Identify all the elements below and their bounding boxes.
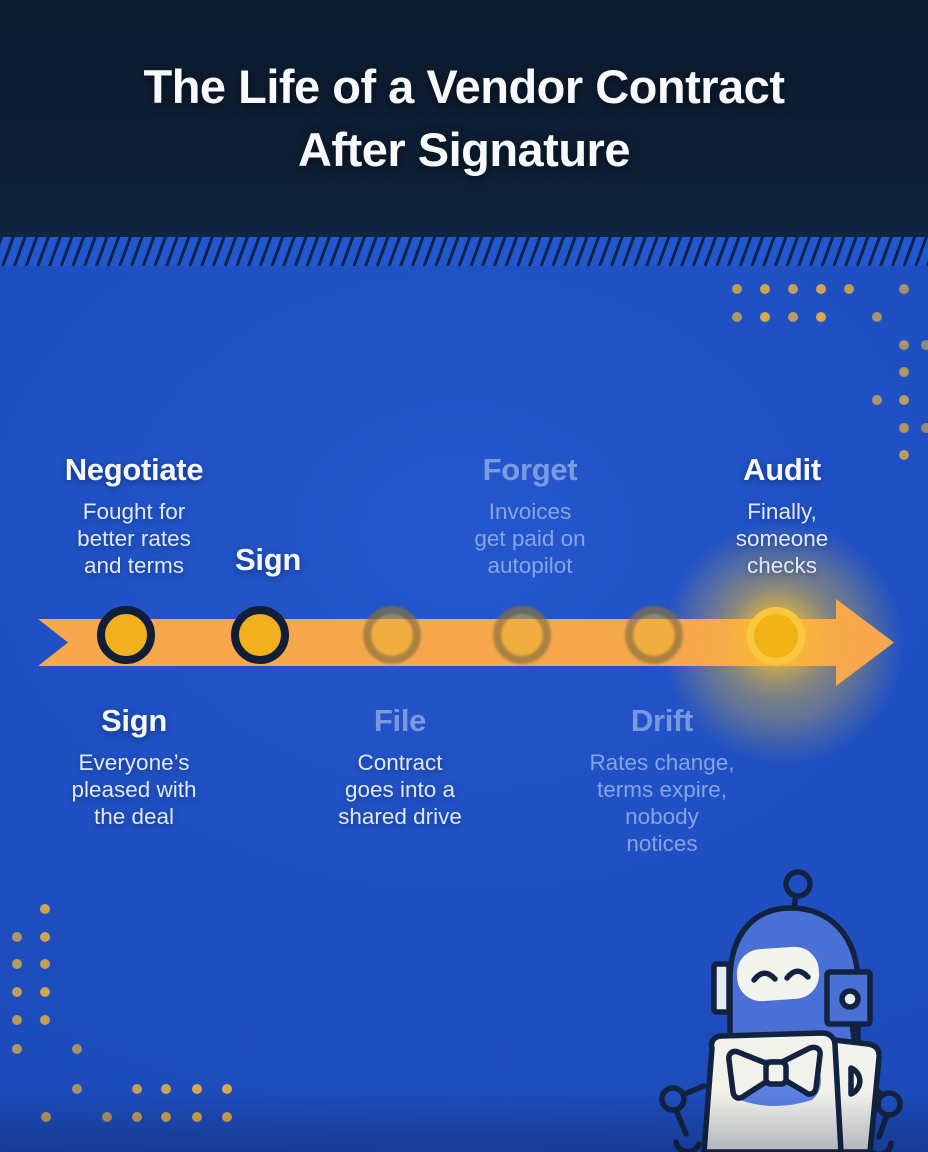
decor-dot — [132, 1084, 142, 1094]
robot-mascot-icon — [659, 869, 903, 1152]
milestone-circle-file — [363, 606, 421, 664]
step-title: Negotiate — [64, 452, 204, 487]
step-title: Sign — [235, 542, 301, 577]
step-drift: Drift Rates change, terms expire, nobody… — [547, 703, 777, 857]
step-negotiate: Negotiate Fought for better rates and te… — [39, 452, 229, 579]
page-title: The Life of a Vendor Contract After Sign… — [143, 60, 785, 176]
decor-dot — [192, 1084, 202, 1094]
robot-right-ear — [824, 969, 873, 1041]
decor-dot — [732, 284, 742, 294]
step-audit: Audit Finally, someone checks — [687, 452, 877, 579]
step-title: Forget — [482, 452, 578, 487]
step-description: Everyone’s pleased with the deal — [71, 750, 197, 829]
robot-bowtie-icon — [726, 1044, 823, 1101]
step-title: Audit — [743, 452, 821, 487]
milestone-circle-audit — [747, 607, 805, 665]
step-description: Invoices get paid on autopilot — [474, 499, 586, 578]
milestone-circle-drift — [625, 606, 683, 664]
timeline-arrow-shaft — [38, 619, 838, 666]
milestone-circle-forget — [493, 606, 551, 664]
header-banner: The Life of a Vendor Contract After Sign… — [0, 0, 928, 237]
decor-dot — [192, 1112, 202, 1122]
decor-dot — [40, 1015, 50, 1025]
decor-dot — [40, 987, 50, 997]
milestone-circle-sign — [231, 606, 289, 664]
decor-dot — [921, 340, 928, 350]
robot-left-arm — [659, 1083, 707, 1152]
decor-dot — [222, 1112, 232, 1122]
decor-dot — [899, 450, 909, 460]
decor-dot — [72, 1084, 82, 1094]
decor-dot — [161, 1112, 171, 1122]
step-description: Contract goes into a shared drive — [338, 750, 462, 829]
decor-dot — [872, 395, 882, 405]
decor-dot — [732, 312, 742, 322]
milestone-circle-negotiate — [97, 606, 155, 664]
decor-dot — [788, 312, 798, 322]
decor-dot — [899, 423, 909, 433]
decor-dot — [899, 284, 909, 294]
decor-dot — [844, 284, 854, 294]
step-sign-top: Sign — [193, 542, 343, 588]
decor-dot — [899, 395, 909, 405]
step-description: Finally, someone checks — [735, 499, 829, 578]
decor-dot — [222, 1084, 232, 1094]
decor-dot — [12, 1015, 22, 1025]
decor-dot — [132, 1112, 142, 1122]
decor-dot — [921, 423, 928, 433]
step-title: File — [373, 703, 427, 738]
decor-dot — [899, 340, 909, 350]
decor-dot — [12, 932, 22, 942]
robot-panel-detail — [848, 1065, 863, 1097]
decor-dot — [40, 959, 50, 969]
decor-dot — [40, 904, 50, 914]
decor-dot — [12, 1044, 22, 1054]
step-file: File Contract goes into a shared drive — [300, 703, 500, 830]
robot-side-panel — [831, 1037, 882, 1152]
step-title: Drift — [630, 703, 694, 738]
decor-dot — [12, 987, 22, 997]
decor-dot — [760, 284, 770, 294]
step-description: Rates change, terms expire, nobody notic… — [589, 750, 735, 856]
step-title: Sign — [101, 703, 167, 738]
decor-dot — [760, 312, 770, 322]
infographic-body: Negotiate Fought for better rates and te… — [0, 266, 928, 1152]
decor-dot — [72, 1044, 82, 1054]
decor-dot — [102, 1112, 112, 1122]
divider-stripes — [0, 237, 928, 266]
decor-dot — [40, 932, 50, 942]
robot-left-ear — [711, 961, 732, 1015]
decor-dot — [872, 312, 882, 322]
decor-dot — [788, 284, 798, 294]
step-sign-bottom: Sign Everyone’s pleased with the deal — [34, 703, 234, 830]
decor-dot — [816, 312, 826, 322]
step-description: Fought for better rates and terms — [77, 499, 191, 578]
step-forget: Forget Invoices get paid on autopilot — [425, 452, 635, 579]
robot-face-visor — [736, 946, 820, 1002]
decor-dot — [161, 1084, 171, 1094]
decor-dot — [12, 959, 22, 969]
decor-dot — [899, 367, 909, 377]
timeline-arrow-head — [836, 599, 894, 686]
decor-dot — [41, 1112, 51, 1122]
decor-dot — [816, 284, 826, 294]
